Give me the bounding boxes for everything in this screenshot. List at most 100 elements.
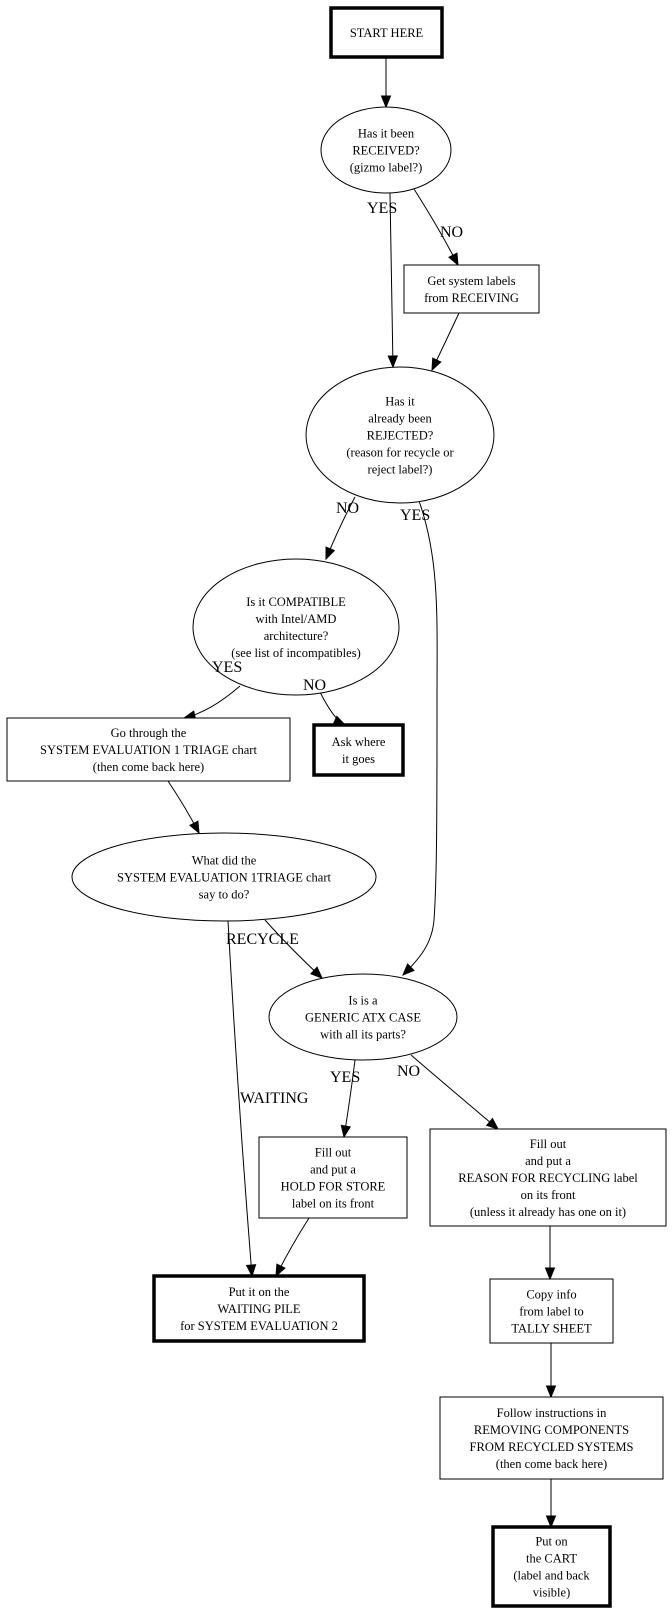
arrowhead-icon <box>387 355 398 369</box>
node-text-line: TALLY SHEET <box>511 1322 592 1336</box>
arrowhead-icon <box>545 1385 557 1399</box>
edge-received-to-get-labels <box>413 188 459 267</box>
edge-generic-atx-to-reason-recycling <box>410 1054 500 1130</box>
node-text-line: Get system labels <box>427 274 515 288</box>
node-text-line: (unless it already has one on it) <box>470 1205 626 1219</box>
edge-what-did-to-waiting-pile <box>227 920 257 1278</box>
node-reason-recycling: Fill out and put a REASON FOR RECYCLING la… <box>429 1128 667 1227</box>
node-text-line: the CART <box>526 1552 577 1566</box>
node-text-line: REJECTED? <box>367 429 434 443</box>
node-text-line: (see list of incompatibles) <box>231 646 360 660</box>
node-text-line: REMOVING COMPONENTS <box>474 1423 629 1437</box>
arrowhead-icon <box>380 95 392 109</box>
edge-generic-atx-to-hold-store <box>340 1059 356 1139</box>
edge-compatible-to-triage <box>182 685 241 721</box>
node-text-line: reject label?) <box>368 463 433 477</box>
decision-ellipse <box>320 106 452 194</box>
edge-get-labels-to-rejected <box>431 312 460 372</box>
terminal-box <box>329 6 444 59</box>
arrowhead-icon <box>310 966 323 979</box>
edge-line <box>389 192 394 368</box>
edge-label: YES <box>212 659 242 676</box>
node-text-line: Follow instructions in <box>497 1406 607 1420</box>
edge-what-did-to-generic-atx <box>264 919 323 979</box>
action-box <box>439 1396 664 1480</box>
node-text-line: (then come back here) <box>496 1457 607 1471</box>
node-text-line: What did the <box>192 854 257 868</box>
node-text-line: (gizmo label?) <box>350 161 423 175</box>
edge-line <box>227 920 253 1277</box>
arrowhead-icon <box>448 252 459 267</box>
node-text-line: Fill out <box>315 1146 352 1160</box>
arrowhead-icon <box>402 963 415 976</box>
node-text-line: GENERIC ATX CASE <box>305 1011 421 1025</box>
node-text-line: Is it COMPATIBLE <box>246 595 346 609</box>
node-start: START HERE <box>329 6 444 59</box>
edge-rejected-to-generic-atx <box>402 500 438 976</box>
edge-compatible-to-ask <box>319 691 347 726</box>
decision-ellipse <box>192 558 400 696</box>
node-text-line: Fill out <box>530 1137 567 1151</box>
arrowhead-icon <box>325 546 336 561</box>
arrowhead-icon <box>275 1263 286 1278</box>
edge-removing-to-cart <box>545 1479 557 1529</box>
arrowhead-icon <box>245 1264 257 1278</box>
terminal-box <box>312 723 405 777</box>
node-tally: Copy info from label to TALLY SHEET <box>489 1278 614 1344</box>
node-text-line: (then come back here) <box>93 760 204 774</box>
edge-line <box>402 500 438 976</box>
node-get-labels: Get system labels from RECEIVING <box>403 264 540 314</box>
node-text-line: from label to <box>519 1305 584 1319</box>
action-box <box>403 264 540 314</box>
action-box <box>6 717 291 782</box>
terminal-box <box>491 1525 612 1608</box>
edge-label: YES <box>367 200 397 217</box>
node-text-line: Copy info <box>526 1288 576 1302</box>
node-text-line: say to do? <box>199 888 250 902</box>
decision-ellipse <box>305 366 495 504</box>
node-text-line: architecture? <box>264 629 329 643</box>
arrowhead-icon <box>431 357 442 372</box>
action-box <box>258 1136 408 1219</box>
action-box <box>429 1128 667 1227</box>
edge-line <box>319 691 346 726</box>
edge-tally-to-removing <box>545 1343 557 1399</box>
edge-label: YES <box>330 1069 360 1086</box>
node-text-line: label on its front <box>292 1197 375 1211</box>
edge-triage-to-what-did <box>167 780 200 835</box>
node-hold-store: Fill out and put a HOLD FOR STORE label on … <box>258 1136 408 1219</box>
edge-label: NO <box>440 224 463 241</box>
node-text-line: visible) <box>533 1586 571 1600</box>
edge-hold-store-to-waiting-pile <box>275 1217 310 1278</box>
arrowhead-icon <box>544 1267 556 1281</box>
node-text-line: and put a <box>310 1163 356 1177</box>
node-text-line: SYSTEM EVALUATION 1TRIAGE chart <box>117 871 332 885</box>
node-text-line: from RECEIVING <box>424 291 519 305</box>
arrowhead-icon <box>545 1515 557 1529</box>
node-text-line: Put it on the <box>229 1285 290 1299</box>
node-text-line: REASON FOR RECYCLING label <box>458 1171 638 1185</box>
edge-reason-recycling-to-tally <box>544 1226 556 1281</box>
node-text-line: Ask where <box>332 735 386 749</box>
node-text-line: (label and back <box>513 1569 590 1583</box>
decision-ellipse <box>268 973 458 1061</box>
edge-line <box>264 919 323 979</box>
node-text-line: and put a <box>525 1154 571 1168</box>
node-text-line: HOLD FOR STORE <box>281 1180 386 1194</box>
edge-line <box>410 1054 499 1130</box>
edge-rejected-to-compatible <box>325 496 356 561</box>
node-text-line: SYSTEM EVALUATION 1 TRIAGE chart <box>40 743 257 757</box>
node-text-line: with all its parts? <box>320 1028 406 1042</box>
arrowhead-icon <box>340 1124 352 1139</box>
node-text-line: Has it <box>385 395 415 409</box>
node-text-line: on its front <box>521 1188 576 1202</box>
